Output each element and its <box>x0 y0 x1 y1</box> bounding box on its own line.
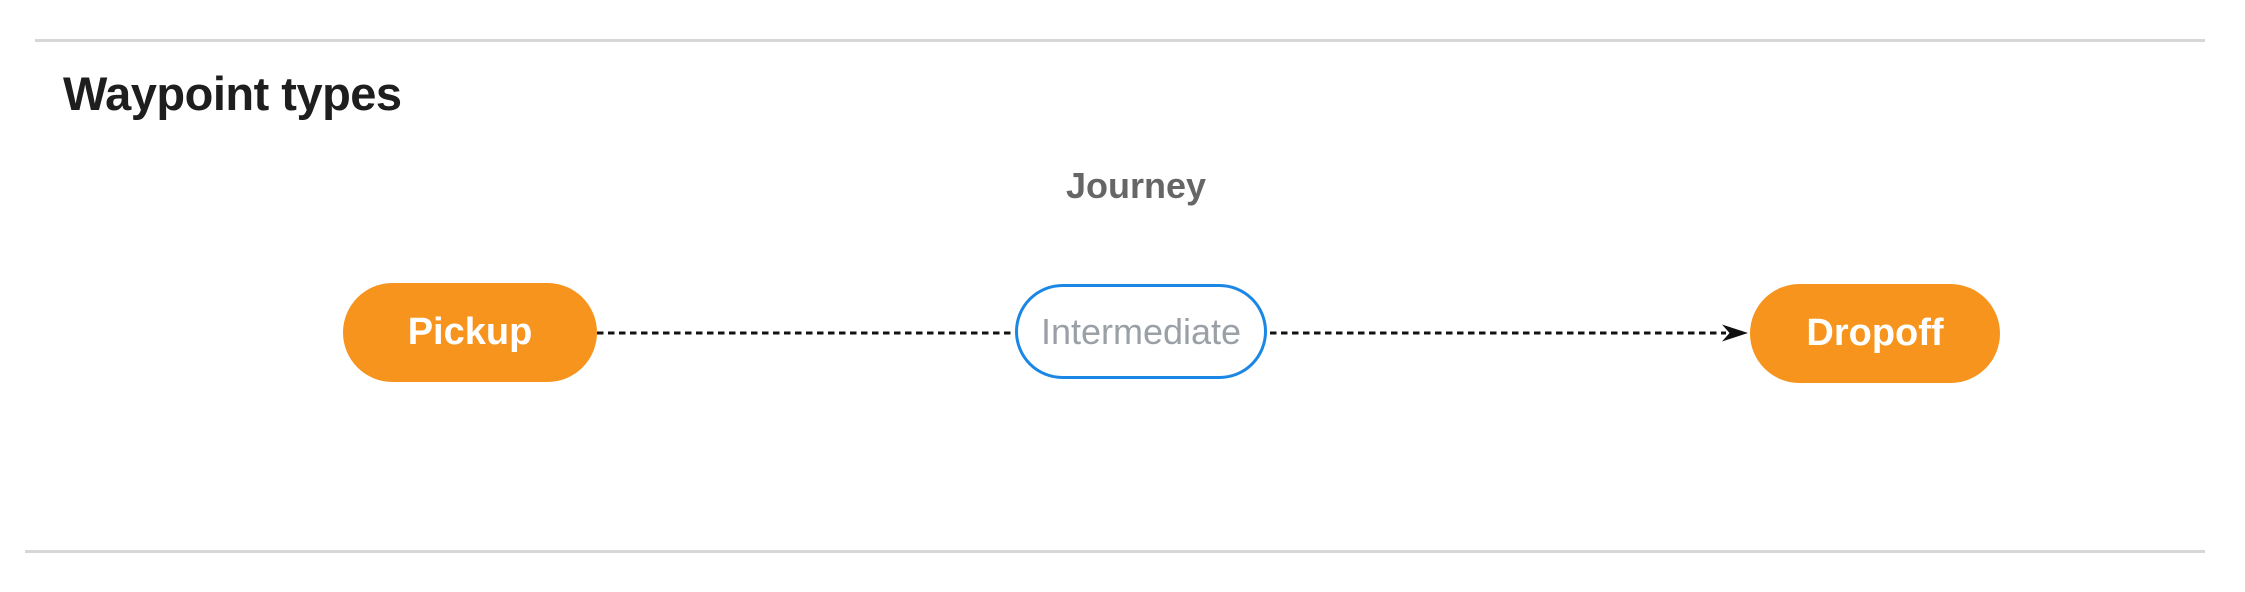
node-dropoff: Dropoff <box>1750 284 2000 383</box>
top-divider <box>35 39 2205 42</box>
journey-group-label: Journey <box>1065 165 1207 206</box>
arrowhead-icon <box>1722 324 1748 342</box>
node-dropoff-label: Dropoff <box>1806 312 1944 354</box>
bottom-divider <box>25 550 2205 553</box>
node-intermediate: Intermediate <box>1015 284 1267 379</box>
page-title: Waypoint types <box>63 67 402 120</box>
node-pickup: Pickup <box>343 283 597 382</box>
node-intermediate-label: Intermediate <box>1040 310 1242 352</box>
node-pickup-label: Pickup <box>407 311 533 353</box>
